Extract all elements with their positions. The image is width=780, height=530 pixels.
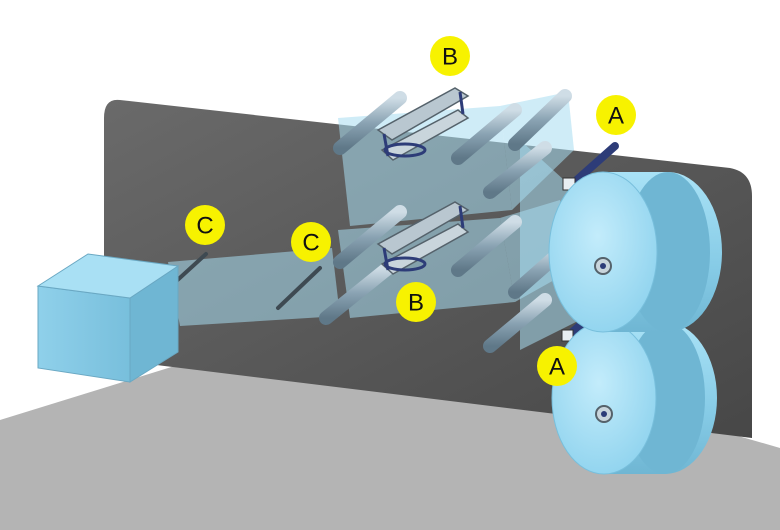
callout-a-upper: A (596, 95, 636, 135)
floor-plane (0, 318, 780, 530)
callout-a-lower-label: A (549, 354, 565, 381)
callout-c-left: C (185, 205, 225, 245)
callout-a-lower: A (537, 346, 577, 386)
callout-c-right: C (291, 222, 331, 262)
sealing-jaw-lower (376, 201, 470, 275)
callout-b-upper-label: B (442, 44, 458, 71)
callout-b-lower: B (396, 282, 436, 322)
callout-a-upper-label: A (608, 103, 624, 130)
roller-set (319, 89, 572, 353)
material-roll-lower (551, 321, 717, 475)
material-roll-upper (548, 171, 722, 333)
callout-b-lower-label: B (408, 290, 424, 317)
callout-b-upper: B (430, 36, 470, 76)
output-stack-box (36, 253, 180, 383)
sealing-jaw-upper (376, 87, 470, 161)
callout-c-left-label: C (196, 213, 213, 240)
callout-c-right-label: C (302, 230, 319, 257)
